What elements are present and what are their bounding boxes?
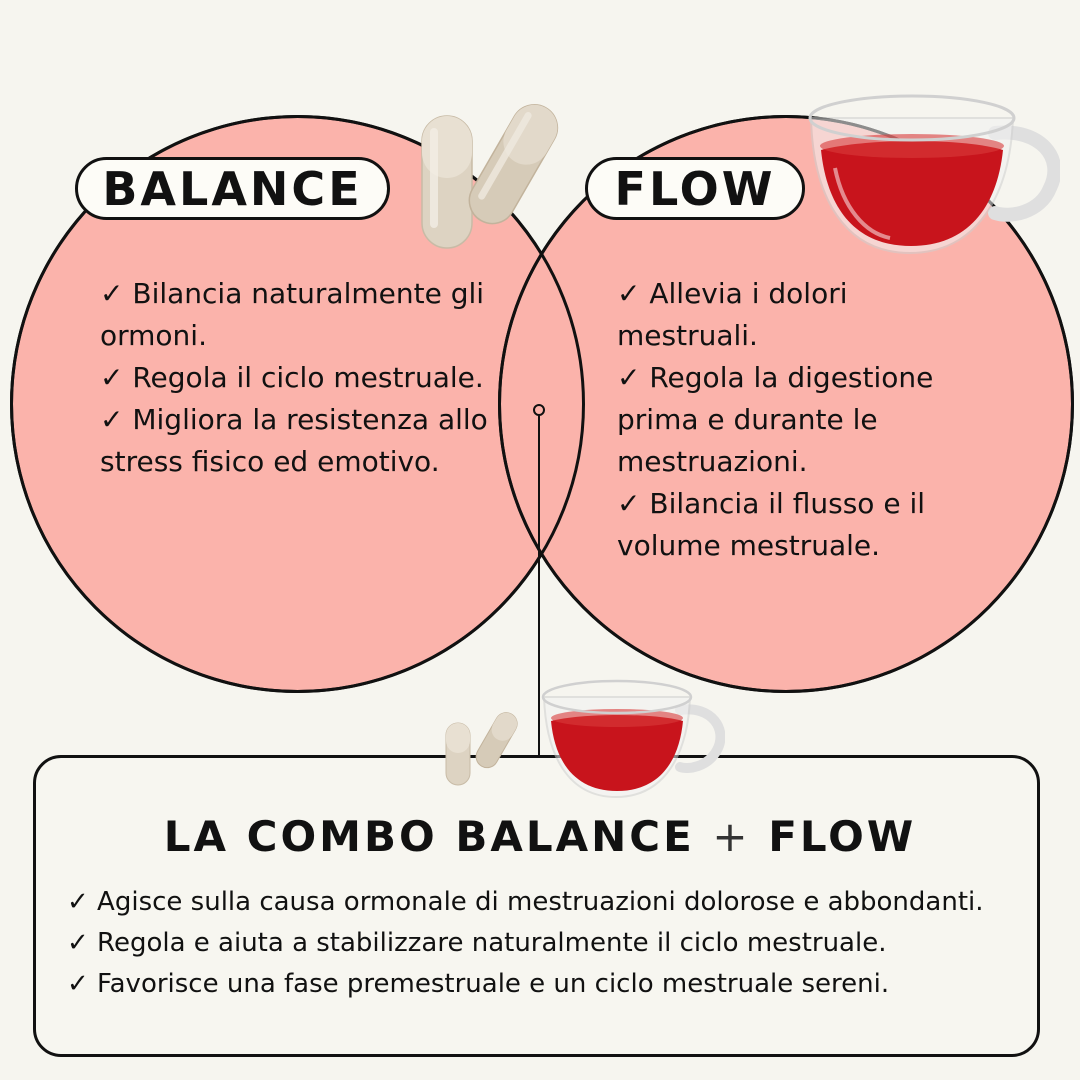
list-item: ✓ Agisce sulla causa ormonale di mestrua…: [67, 887, 984, 917]
list-item: ✓ Bilancia il flusso e il volume mestrua…: [617, 487, 925, 562]
list-item: ✓ Regola e aiuta a stabilizzare naturalm…: [67, 928, 887, 958]
list-item: ✓ Favorisce una fase premestruale e un c…: [67, 969, 890, 999]
combo-title-plus: +: [712, 812, 751, 861]
list-item: ✓ Regola la digestione prima e durante l…: [617, 361, 934, 478]
tea-cup-icon: [808, 94, 1060, 255]
flow-benefits: ✓ Allevia i dolori mestruali. ✓ Regola l…: [617, 273, 997, 567]
list-item: ✓ Allevia i dolori mestruali.: [617, 277, 848, 352]
tea-cup-icon: [541, 679, 725, 799]
combo-title-left: LA COMBO BALANCE: [163, 812, 695, 861]
flow-label-pill: FLOW: [585, 157, 805, 220]
list-item: ✓ Migliora la resistenza allo stress fis…: [100, 403, 488, 478]
combo-benefits: ✓ Agisce sulla causa ormonale di mestrua…: [67, 882, 1027, 1005]
balance-title: BALANCE: [102, 161, 363, 216]
connector-line: [538, 409, 540, 759]
list-item: ✓ Bilancia naturalmente gli ormoni.: [100, 277, 485, 352]
combo-card: [33, 755, 1040, 1057]
connector-dot: [533, 404, 545, 416]
capsule-icon: [421, 104, 559, 249]
balance-label-pill: BALANCE: [75, 157, 390, 220]
combo-title: LA COMBO BALANCE + FLOW: [0, 812, 1080, 861]
combo-title-right: FLOW: [768, 812, 917, 861]
list-item: ✓ Regola il ciclo mestruale.: [100, 361, 484, 394]
capsule-icon: [445, 712, 518, 786]
balance-benefits: ✓ Bilancia naturalmente gli ormoni. ✓ Re…: [100, 273, 500, 483]
flow-title: FLOW: [614, 161, 776, 216]
